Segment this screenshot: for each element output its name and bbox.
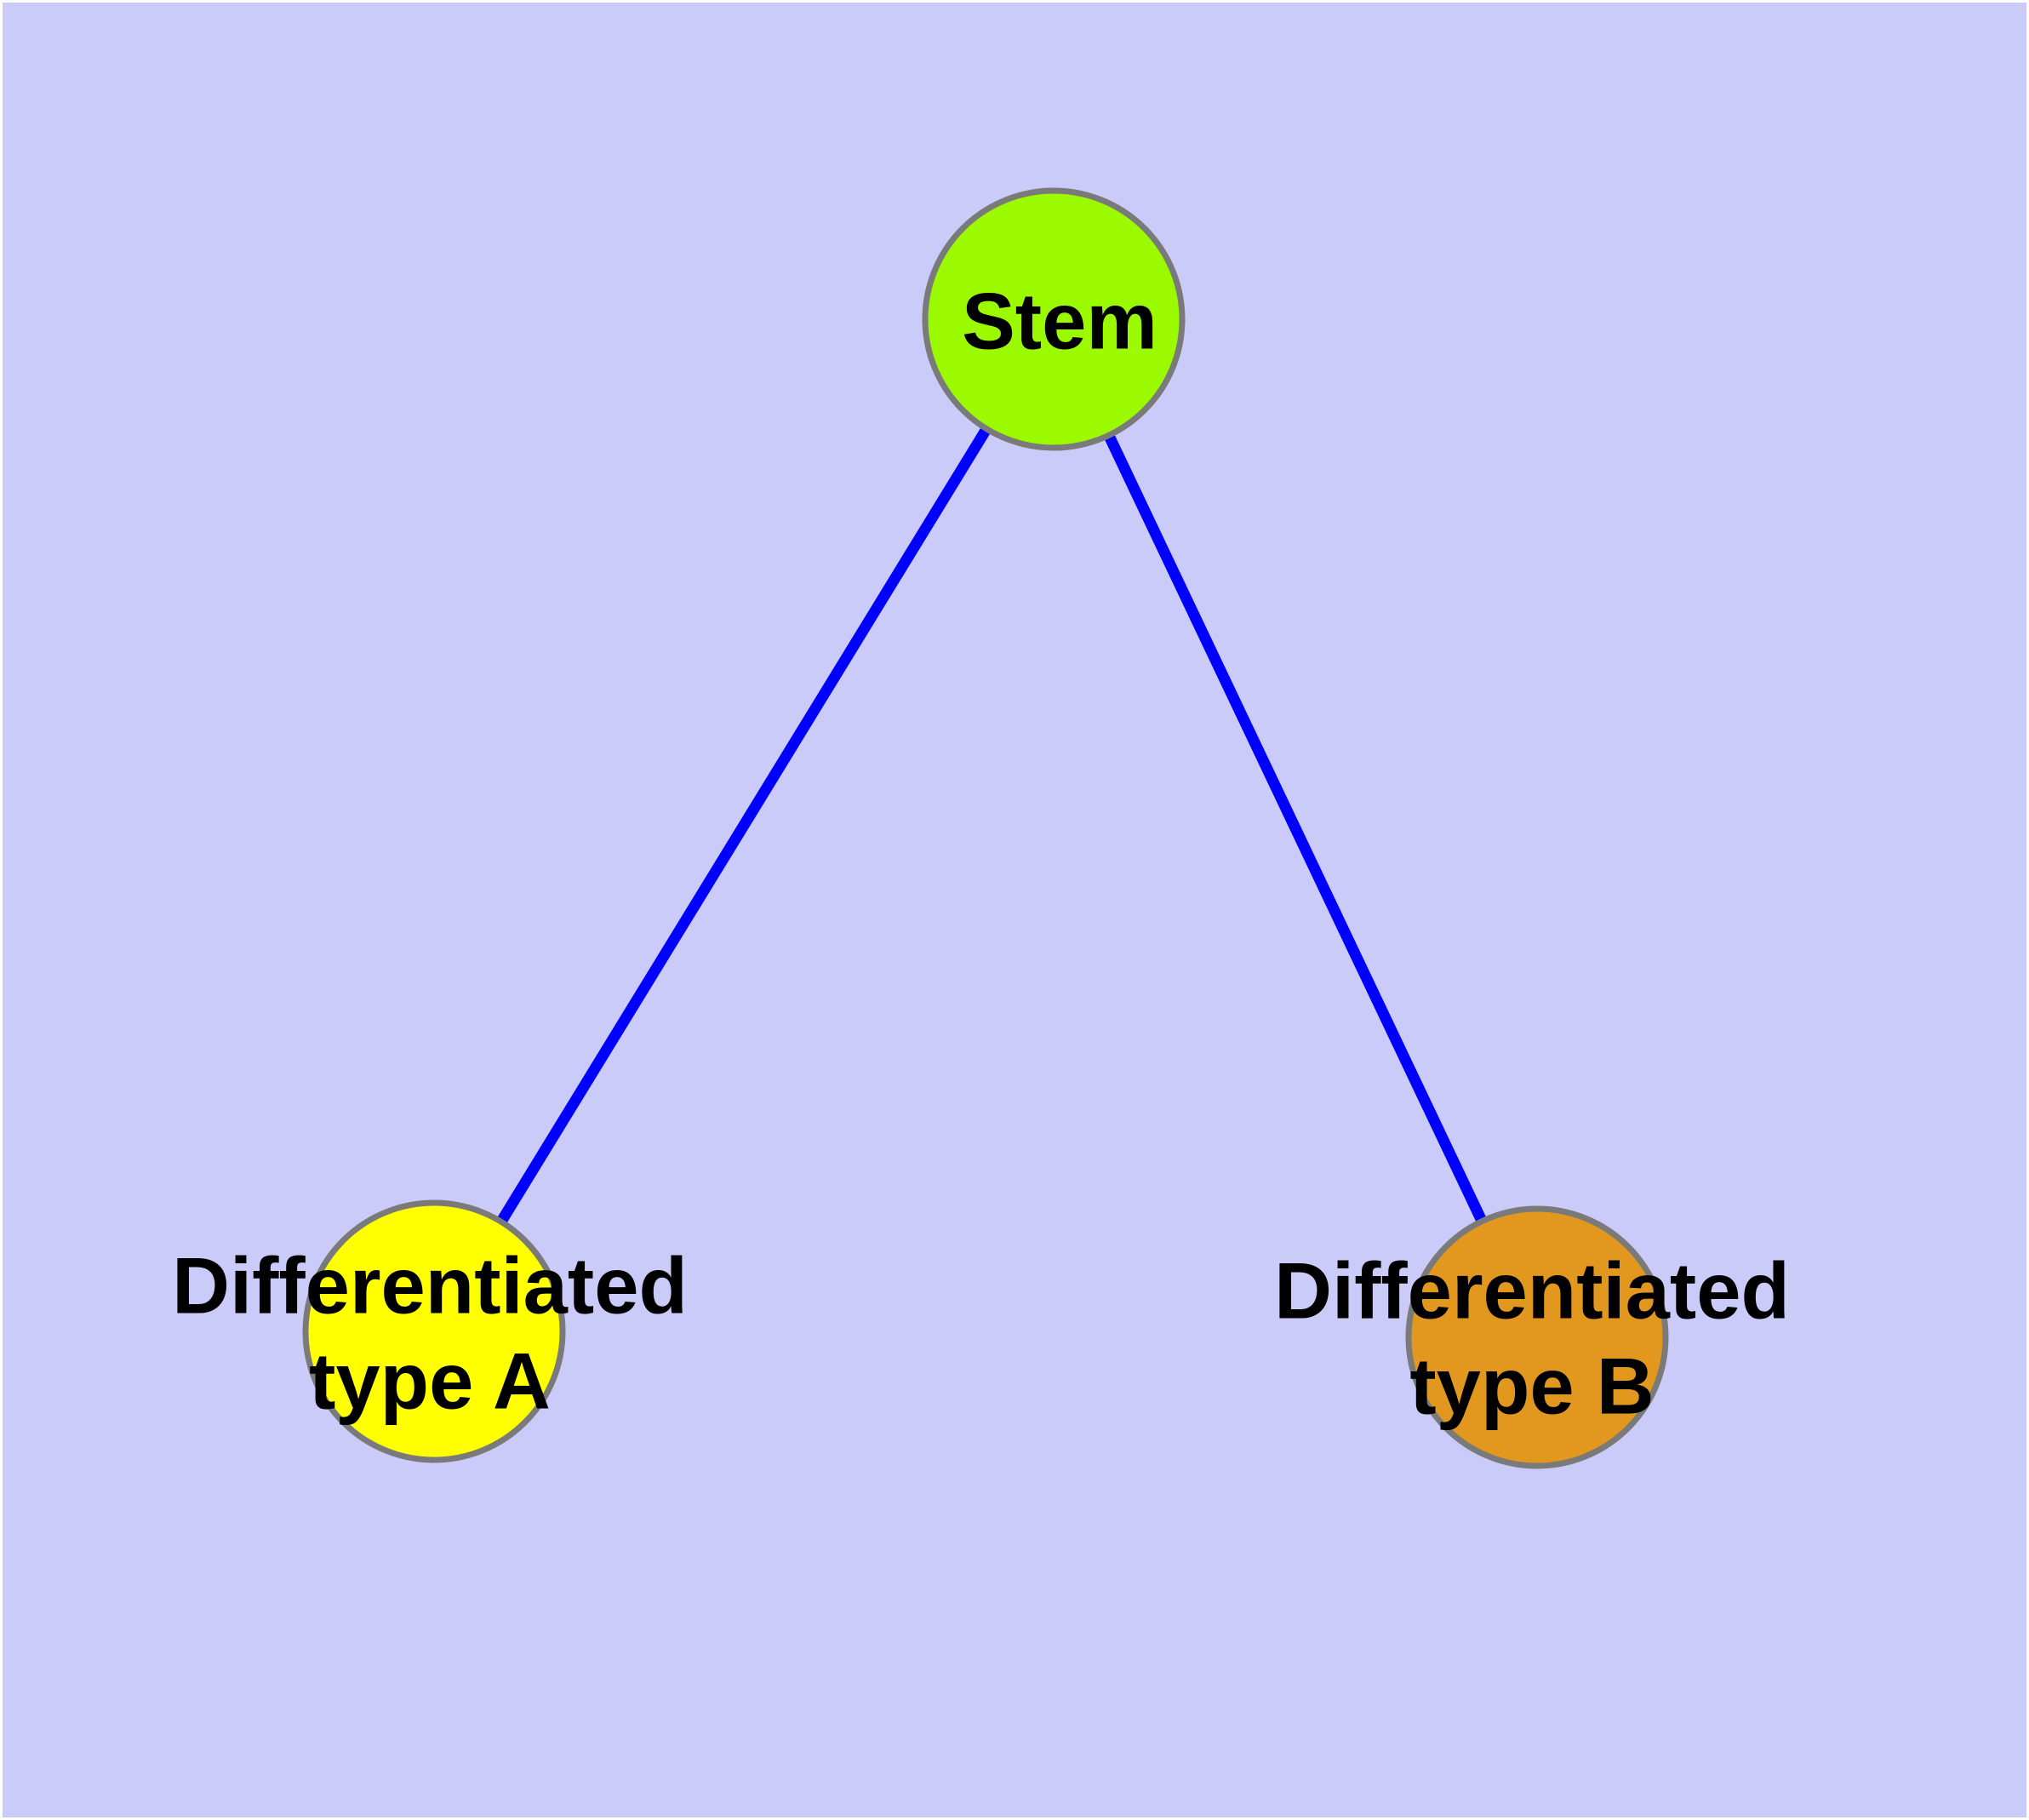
- node-stem: [922, 187, 1186, 451]
- node-differentiated-type-b: [1405, 1205, 1669, 1469]
- node-type-b-label-line1: Differentiated: [1274, 1246, 1790, 1336]
- node-layer: [302, 187, 1669, 1469]
- edge-stem-to-type-b: [1049, 317, 1542, 1340]
- node-differentiated-type-a: [302, 1199, 566, 1463]
- edge-layer: [429, 316, 1542, 1340]
- node-type-b-label-line2: type B: [1409, 1342, 1654, 1431]
- node-stem-label: Stem: [962, 277, 1157, 366]
- node-type-a-label-line2: type A: [309, 1336, 551, 1426]
- edge-stem-to-type-a: [429, 316, 1059, 1335]
- node-type-a-label-line1: Differentiated: [172, 1241, 688, 1331]
- label-layer: Stem Differentiated type A Differentiate…: [172, 277, 1790, 1431]
